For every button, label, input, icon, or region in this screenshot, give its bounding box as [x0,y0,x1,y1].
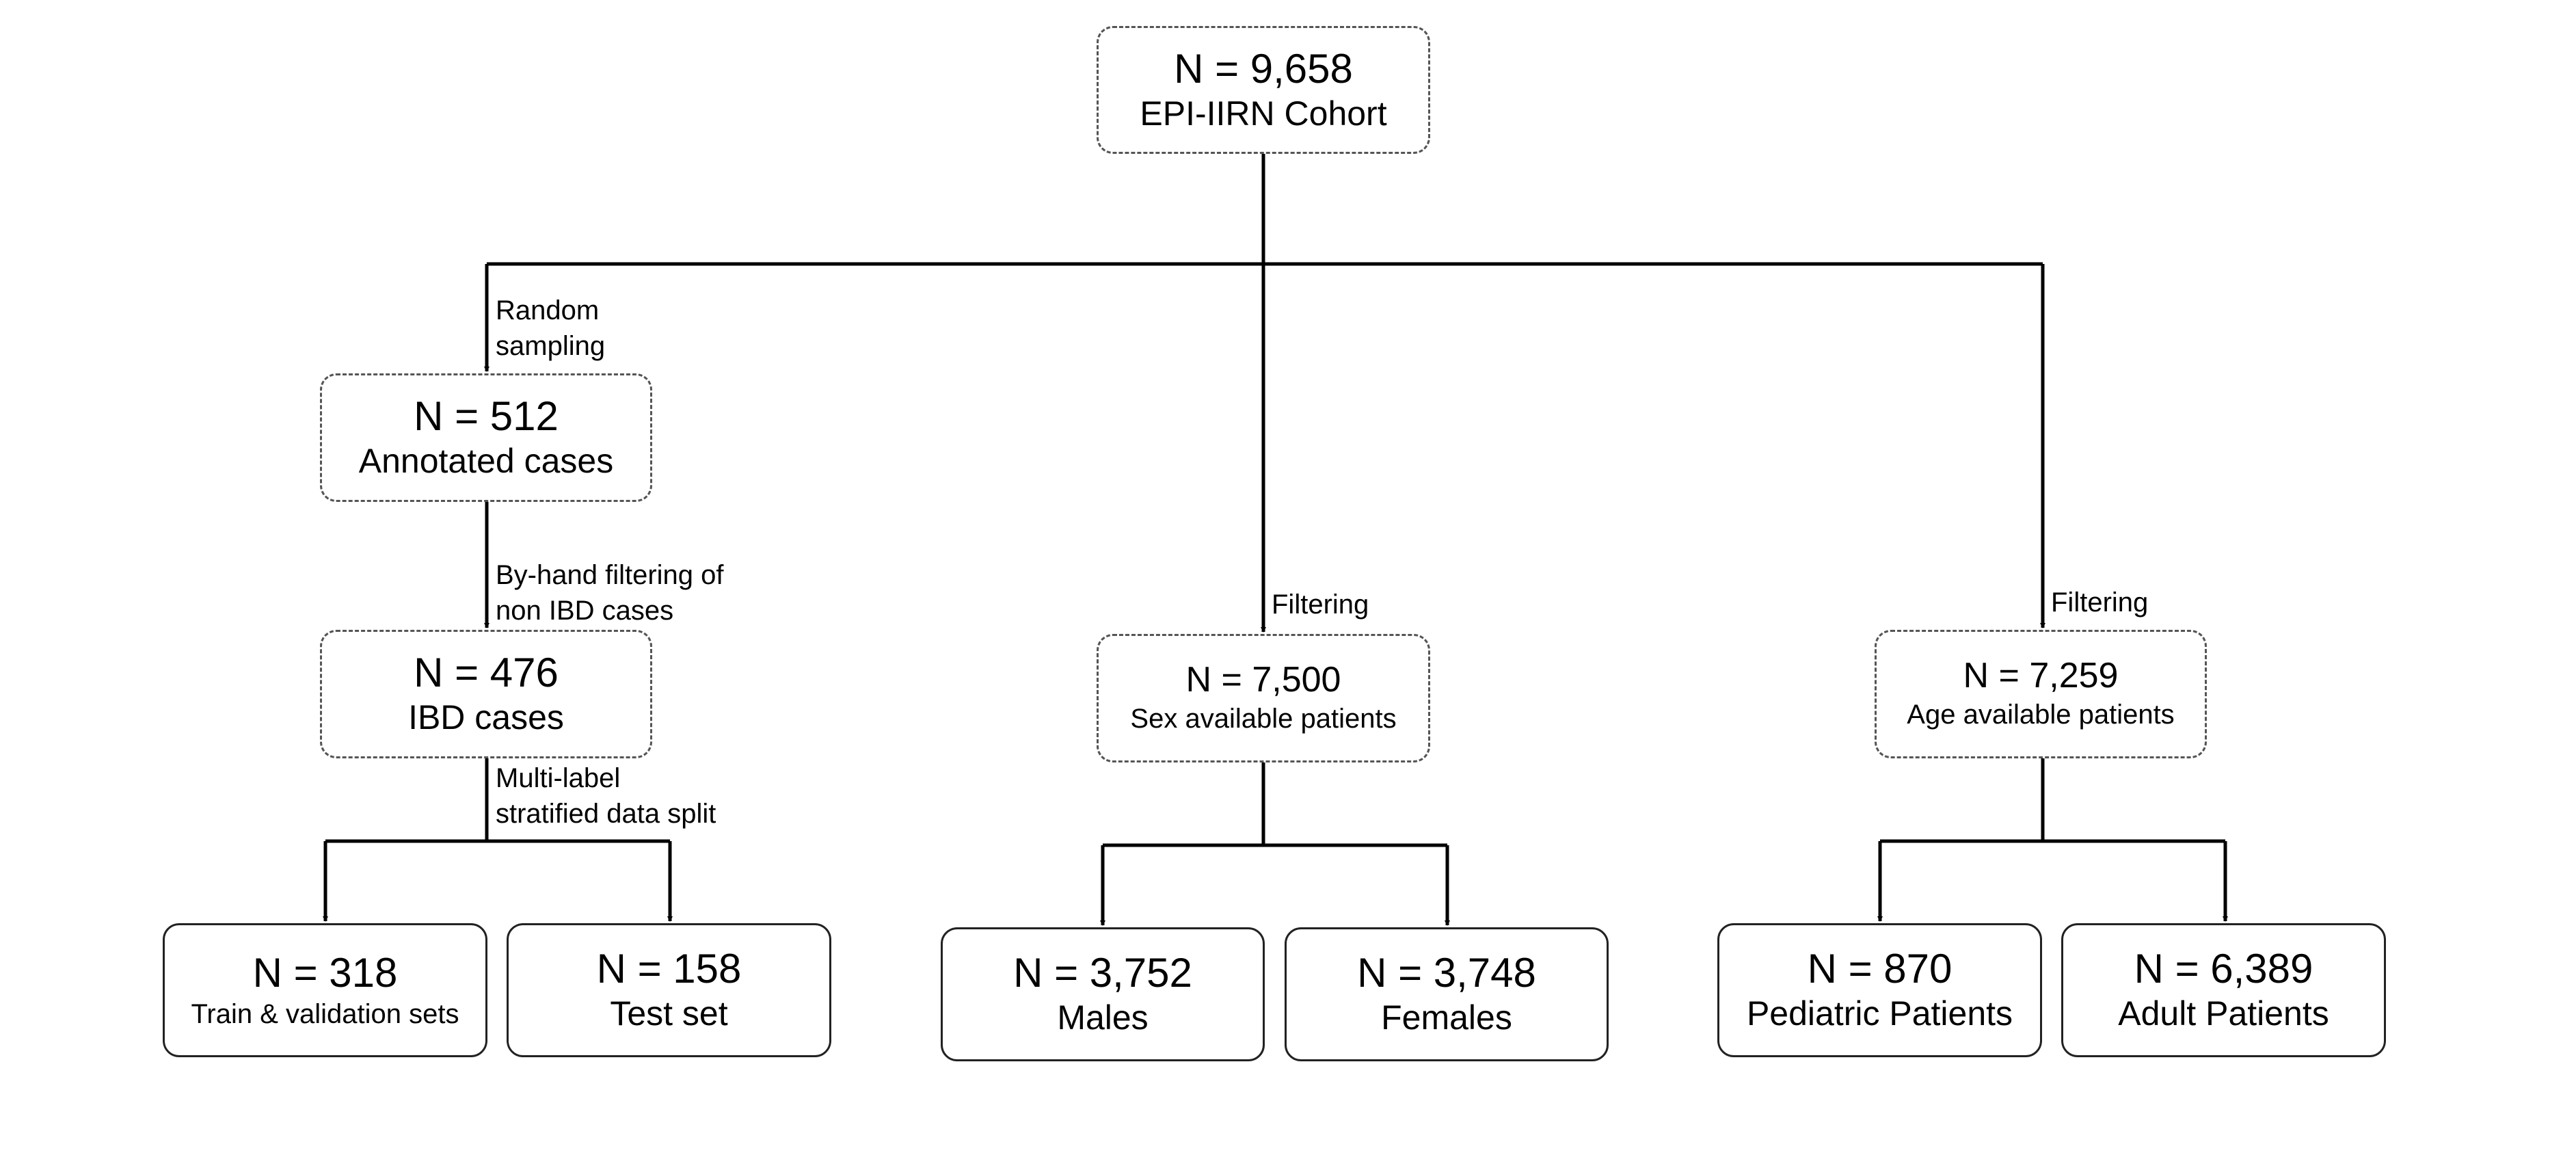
annotated-node: N = 512 Annotated cases [320,373,652,502]
annotated-count: N = 512 [414,393,559,440]
test-node: N = 158 Test set [507,923,831,1057]
sex-filtering-label: Filtering [1272,589,1369,620]
cohort-label: EPI-IIRN Cohort [1140,94,1387,133]
age-node: N = 7,259 Age available patients [1875,630,2207,758]
females-count: N = 3,748 [1357,950,1536,996]
hand-filtering-label: By-hand filtering of non IBD cases [496,557,724,628]
pediatric-count: N = 870 [1807,946,1953,992]
test-count: N = 158 [596,946,742,992]
annotated-label: Annotated cases [358,442,614,481]
random-sampling-line-1: Random [496,295,600,326]
adult-label: Adult Patients [2118,994,2329,1033]
ibd-node: N = 476 IBD cases [320,630,652,758]
cohort-node: N = 9,658 EPI-IIRN Cohort [1097,26,1430,154]
sex-node: N = 7,500 Sex available patients [1097,634,1430,762]
males-node: N = 3,752 Males [941,927,1265,1061]
adult-node: N = 6,389 Adult Patients [2061,923,2386,1057]
males-count: N = 3,752 [1013,950,1192,996]
sex-label: Sex available patients [1130,703,1397,734]
train-count: N = 318 [252,949,398,996]
split-label: Multi-label stratified data split [496,760,716,832]
sex-count: N = 7,500 [1185,660,1341,700]
ibd-count: N = 476 [414,650,559,696]
females-node: N = 3,748 Females [1285,927,1609,1061]
adult-count: N = 6,389 [2134,946,2313,992]
ibd-label: IBD cases [408,698,564,737]
train-node: N = 318 Train & validation sets [163,923,487,1057]
pediatric-node: N = 870 Pediatric Patients [1717,923,2042,1057]
hand-filtering-line-1: By-hand filtering of [496,560,724,590]
males-label: Males [1057,998,1149,1037]
hand-filtering-line-2: non IBD cases [496,596,674,626]
cohort-count: N = 9,658 [1174,45,1353,92]
train-label: Train & validation sets [191,998,459,1029]
split-line-2: stratified data split [496,799,716,829]
age-count: N = 7,259 [1963,656,2119,696]
age-label: Age available patients [1907,699,2175,730]
split-line-1: Multi-label [496,763,621,793]
test-label: Test set [610,994,728,1033]
random-sampling-line-2: sampling [496,331,606,361]
random-sampling-label: Random sampling [496,293,605,364]
females-label: Females [1381,998,1512,1037]
pediatric-label: Pediatric Patients [1746,994,2013,1033]
age-filtering-label: Filtering [2051,587,2149,618]
